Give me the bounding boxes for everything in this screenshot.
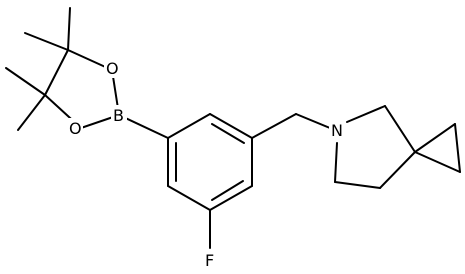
bond-n-c1 bbox=[346, 105, 386, 123]
bond-spiro-cp1 bbox=[414, 123, 456, 153]
bond-c3-c4 bbox=[334, 181, 381, 189]
bond-c1-spiro bbox=[384, 105, 416, 153]
bond-cp2-spiro bbox=[414, 151, 461, 173]
atom-label-oxygen-bottom: O bbox=[69, 119, 82, 138]
atom-label-boron: B bbox=[113, 106, 124, 125]
bond-methyl-2 bbox=[24, 32, 69, 51]
bond-methyl-3 bbox=[5, 67, 46, 96]
bond-ring-5 bbox=[167, 185, 211, 211]
bond-methyl-4 bbox=[17, 94, 46, 131]
bond-cp1-cp2 bbox=[454, 123, 461, 173]
bond-ring-double-1 bbox=[211, 123, 245, 144]
atom-label-nitrogen: N bbox=[331, 121, 343, 140]
bond-c-c-pinacol bbox=[44, 49, 69, 96]
bond-aryl-ch2 bbox=[251, 113, 297, 139]
bond-ring-1 bbox=[167, 113, 211, 139]
bond-methyl-1 bbox=[67, 7, 71, 51]
bond-ch2-n bbox=[295, 113, 331, 129]
bond-b-aryl bbox=[118, 114, 169, 139]
bond-ring-double-2 bbox=[211, 180, 244, 201]
atom-label-fluorine: F bbox=[205, 251, 214, 270]
bond-c4-n bbox=[334, 142, 338, 183]
bond-ring-4 bbox=[209, 185, 253, 211]
bond-spiro-c3 bbox=[379, 151, 416, 189]
bond-ring-2 bbox=[209, 113, 253, 139]
atom-label-oxygen-top: O bbox=[106, 59, 119, 78]
